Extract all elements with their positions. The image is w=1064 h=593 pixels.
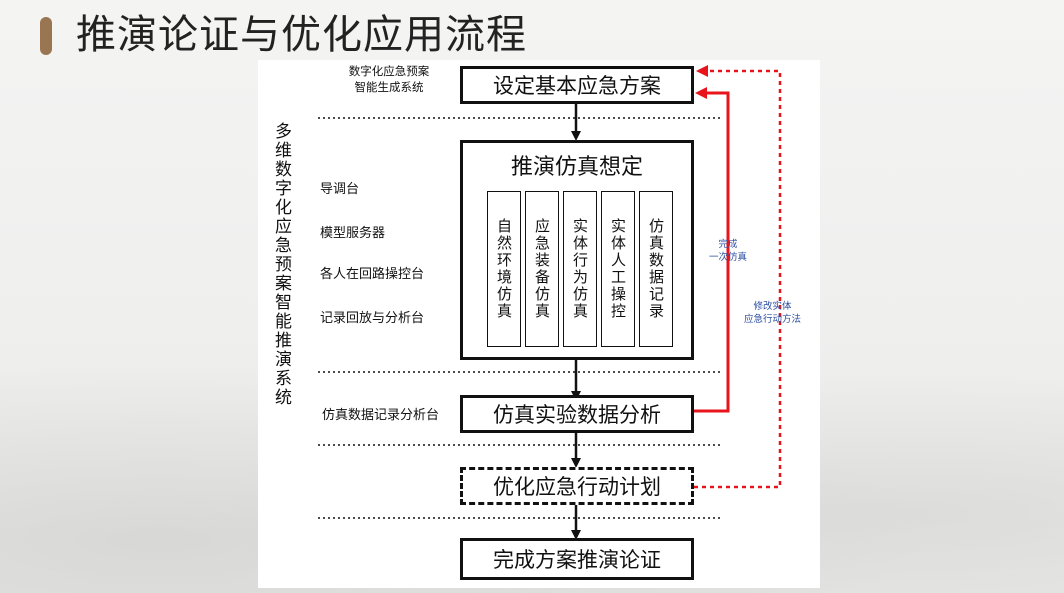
- label-data-record-analysis: 仿真数据记录分析台: [322, 408, 440, 423]
- label-model-server: 模型服务器: [320, 226, 386, 241]
- diagram-connectors: [318, 65, 782, 540]
- module-data-record: 仿真数据记录: [639, 191, 673, 347]
- label-replay-analysis: 记录回放与分析台: [320, 311, 425, 326]
- system-vertical-label: 多维数字化应急预案智能推演系统: [271, 122, 291, 407]
- module-natural-env: 自然环境仿真: [487, 191, 521, 347]
- basic-plan-box: 设定基本应急方案: [460, 66, 694, 104]
- simulation-title: 推演仿真想定: [510, 155, 643, 180]
- generator-label-line1: 数字化应急预案: [348, 64, 430, 78]
- slide-title: 推演论证与优化应用流程: [76, 12, 527, 58]
- simulation-box: 推演仿真想定 自然环境仿真 应急装备仿真 实体行为仿真 实体人工操控 仿真数据记…: [460, 140, 694, 360]
- generator-label-line2: 智能生成系统: [354, 80, 424, 94]
- data-analysis-box: 仿真实验数据分析: [460, 395, 694, 433]
- module-entity-behavior: 实体行为仿真: [563, 191, 597, 347]
- note-one-simulation: 完成 一次仿真: [709, 239, 748, 263]
- complete-box: 完成方案推演论证: [460, 538, 694, 580]
- title-accent-bar: [40, 17, 52, 55]
- generator-system-label: 数字化应急预案 智能生成系统: [336, 63, 442, 95]
- flow-diagram: 数字化应急预案 智能生成系统 多维数字化应急预案智能推演系统 设定基本应急方案 …: [258, 60, 820, 588]
- module-equipment: 应急装备仿真: [525, 191, 559, 347]
- optimize-plan-box: 优化应急行动计划: [460, 467, 694, 505]
- feedback-modify-arrow: [694, 65, 782, 489]
- note-modify-method: 修改实体 应急行动方法: [744, 301, 802, 325]
- module-entity-manual: 实体人工操控: [601, 191, 635, 347]
- label-human-in-loop: 各人在回路操控台: [320, 267, 425, 282]
- feedback-one-sim-arrow: [694, 87, 730, 413]
- label-director: 导调台: [320, 182, 360, 197]
